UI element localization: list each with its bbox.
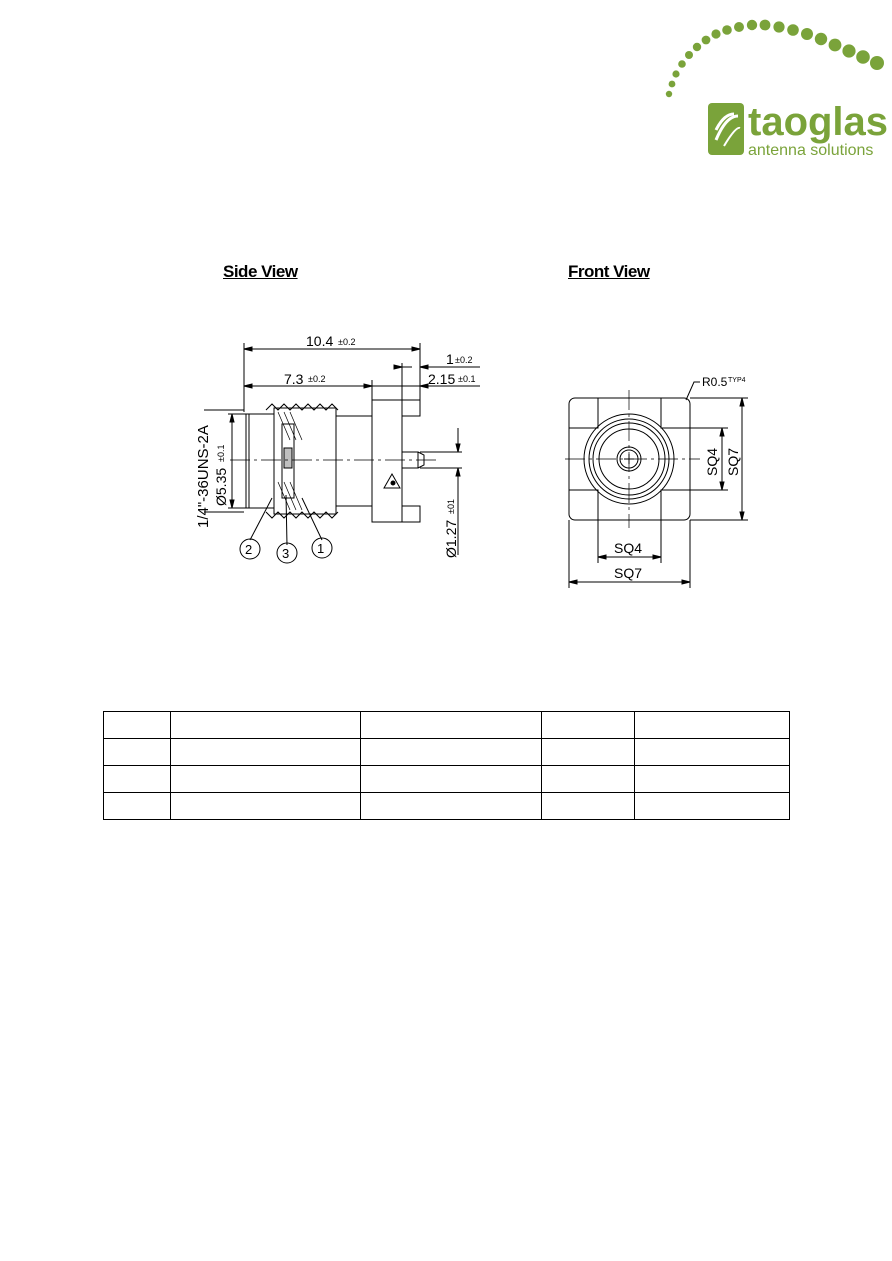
- table-cell: [170, 711, 361, 739]
- taoglas-logo: taoglas antenna solutions: [665, 19, 888, 159]
- table-cell: [103, 765, 171, 793]
- table-cell: [103, 711, 171, 739]
- dim-thread-length-label: 7.3: [284, 371, 304, 387]
- table-cell: [541, 792, 635, 820]
- callout-3-circle: [276, 542, 298, 564]
- dim-overall-tol: ±0.2: [338, 337, 355, 347]
- callout-2-label: 2: [245, 542, 252, 557]
- callout-1-circle: [311, 537, 333, 559]
- table-cell: [360, 711, 542, 739]
- callout-2-circle: [239, 538, 261, 560]
- table-row: [103, 765, 790, 793]
- side-view-drawing: [204, 343, 480, 564]
- table-cell: [170, 792, 361, 820]
- dim-inner-horizontal-label: SQ4: [614, 540, 642, 556]
- logo-tagline-text: antenna solutions: [748, 142, 873, 159]
- technical-drawing: 10.4 ±0.2 7.3 ±0.2 1 ±0.2 2.15 ±0.1 1/4"…: [195, 333, 748, 588]
- table-cell: [360, 738, 542, 766]
- table-cell: [360, 765, 542, 793]
- dim-outer-horizontal-label: SQ7: [614, 565, 642, 581]
- spec-table-body: [103, 711, 790, 820]
- dim-inner-vertical-label: SQ4: [704, 448, 720, 476]
- table-cell: [634, 738, 790, 766]
- radius-note-sup: TYP4: [728, 377, 746, 384]
- callout-3-label: 3: [282, 546, 289, 561]
- spec-table: [103, 711, 790, 820]
- bore-diameter-label: Ø5.35: [213, 468, 229, 506]
- dim-thread-length-tol: ±0.2: [308, 374, 325, 384]
- table-cell: [103, 738, 171, 766]
- thread-spec-label: 1/4"-36UNS-2A: [195, 425, 212, 528]
- table-cell: [360, 792, 542, 820]
- table-cell: [634, 792, 790, 820]
- bore-diameter-tol: ±0.1: [216, 445, 226, 462]
- table-cell: [103, 792, 171, 820]
- side-view-title: Side View: [223, 262, 298, 281]
- table-cell: [541, 765, 635, 793]
- dim-flange-label: 1: [446, 351, 454, 367]
- callout-1-label: 1: [317, 541, 324, 556]
- radius-note-label: R0.5: [702, 375, 728, 389]
- dim-outer-vertical-label: SQ7: [725, 448, 741, 476]
- dim-pin-protrusion-label: 2.15: [428, 371, 455, 387]
- table-row: [103, 792, 790, 820]
- logo-dot-arc: [665, 19, 884, 98]
- table-cell: [634, 765, 790, 793]
- dim-pin-protrusion-tol: ±0.1: [458, 374, 475, 384]
- table-cell: [541, 738, 635, 766]
- table-cell: [541, 711, 635, 739]
- dim-flange-tol: ±0.2: [455, 355, 472, 365]
- pin-diameter-label: Ø1.27: [443, 520, 459, 558]
- logo-icon: [708, 103, 744, 155]
- logo-brand-text: taoglas: [748, 100, 888, 144]
- table-cell: [170, 738, 361, 766]
- table-cell: [634, 711, 790, 739]
- front-view-title: Front View: [568, 262, 650, 281]
- dim-overall-label: 10.4: [306, 333, 333, 349]
- table-row: [103, 711, 790, 739]
- table-row: [103, 738, 790, 766]
- pin-diameter-tol: ±01: [446, 499, 456, 514]
- table-cell: [170, 765, 361, 793]
- front-view-drawing: [565, 381, 748, 588]
